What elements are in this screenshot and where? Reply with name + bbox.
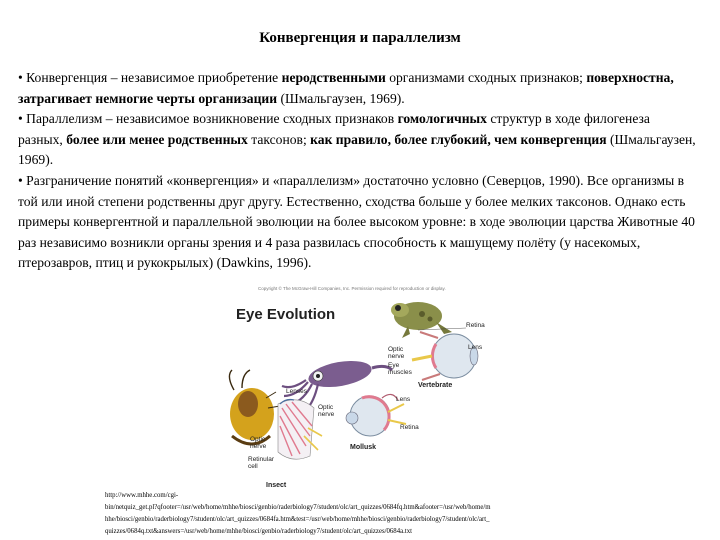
bold-run: гомологичных xyxy=(397,111,487,127)
label-lens-mollusk: Lens xyxy=(396,396,411,403)
source-url-line[interactable]: quizzes/0684q.txt&answers=/usr/web/home/… xyxy=(105,528,412,535)
source-url[interactable]: http://www.mhhe.com/cgi- bin/netquiz_get… xyxy=(105,490,710,538)
paragraph-distinction: • Разграничение понятий «конвергенция» и… xyxy=(18,171,698,274)
bee-illustration xyxy=(228,369,281,446)
paragraph-parallelism: • Параллелизм – независимое возникновени… xyxy=(18,109,698,171)
text-run: структур в ходе филогенеза разных, xyxy=(18,111,650,147)
text-run: (Шмальгаузен, 1969). xyxy=(277,90,405,106)
label-eye-muscles: Eye muscles xyxy=(388,362,412,376)
paragraph-convergence: • Конвергенция – независимое приобретени… xyxy=(18,68,698,109)
mollusk-eye-diagram xyxy=(345,393,407,437)
eye-evolution-illustration xyxy=(228,302,479,460)
body-text: • Конвергенция – независимое приобретени… xyxy=(18,68,698,274)
bold-run: как правило, более глубокий, чем конверг… xyxy=(310,131,607,147)
label-lenses: Lenses xyxy=(286,388,307,395)
text-run: • Параллелизм – независимое возникновени… xyxy=(18,111,398,127)
label-retina-mollusk: Retina xyxy=(400,424,419,431)
label-optic-nerve-vertebrate: Optic nerve xyxy=(388,346,405,360)
frog-illustration xyxy=(391,302,452,338)
label-mollusk: Mollusk xyxy=(350,444,377,451)
label-optic-nerve-insect: Optic nerve xyxy=(250,436,267,450)
octopus-illustration xyxy=(281,360,394,411)
source-url-line[interactable]: hhe/biosci/genbio/raderbiology7/student/… xyxy=(105,516,490,523)
eye-evolution-figure: Copyright © The McGraw-Hill Companies, I… xyxy=(222,286,486,492)
text-run: организмами сходных признаков; xyxy=(385,70,587,85)
source-url-line[interactable]: bin/netquiz_get.pl?qfooter=/usr/web/home… xyxy=(105,504,491,511)
insect-compound-eye-diagram xyxy=(277,398,323,460)
label-retina-vertebrate: Retina xyxy=(466,322,485,329)
label-lens-vertebrate: Lens xyxy=(468,344,483,351)
label-retinular-cell: Retinular cell xyxy=(248,456,275,470)
figure-title: Eye Evolution xyxy=(236,306,336,323)
text-run: таксонов; xyxy=(247,131,311,147)
label-insect: Insect xyxy=(266,482,287,489)
source-url-line[interactable]: http://www.mhhe.com/cgi- xyxy=(105,492,179,499)
vertebrate-eye-diagram xyxy=(411,327,479,381)
label-vertebrate: Vertebrate xyxy=(418,382,453,389)
text-run: (Шмальгаузен, 1969). xyxy=(18,131,696,168)
slide-title: Конвергенция и параллелизм xyxy=(259,30,461,46)
bold-run: неродственными xyxy=(281,70,386,85)
label-optic-nerve-mollusk: Optic nerve xyxy=(318,404,335,418)
bold-run: поверхностна, затрагивает немногие черты… xyxy=(18,70,674,106)
text-run: • Конвергенция – независимое приобретени… xyxy=(18,70,282,85)
bold-run: более или менее родственных xyxy=(66,131,248,147)
text-run: • Разграничение понятий «конвергенция» и… xyxy=(18,172,695,271)
figure-copyright: Copyright © The McGraw-Hill Companies, I… xyxy=(258,286,446,291)
